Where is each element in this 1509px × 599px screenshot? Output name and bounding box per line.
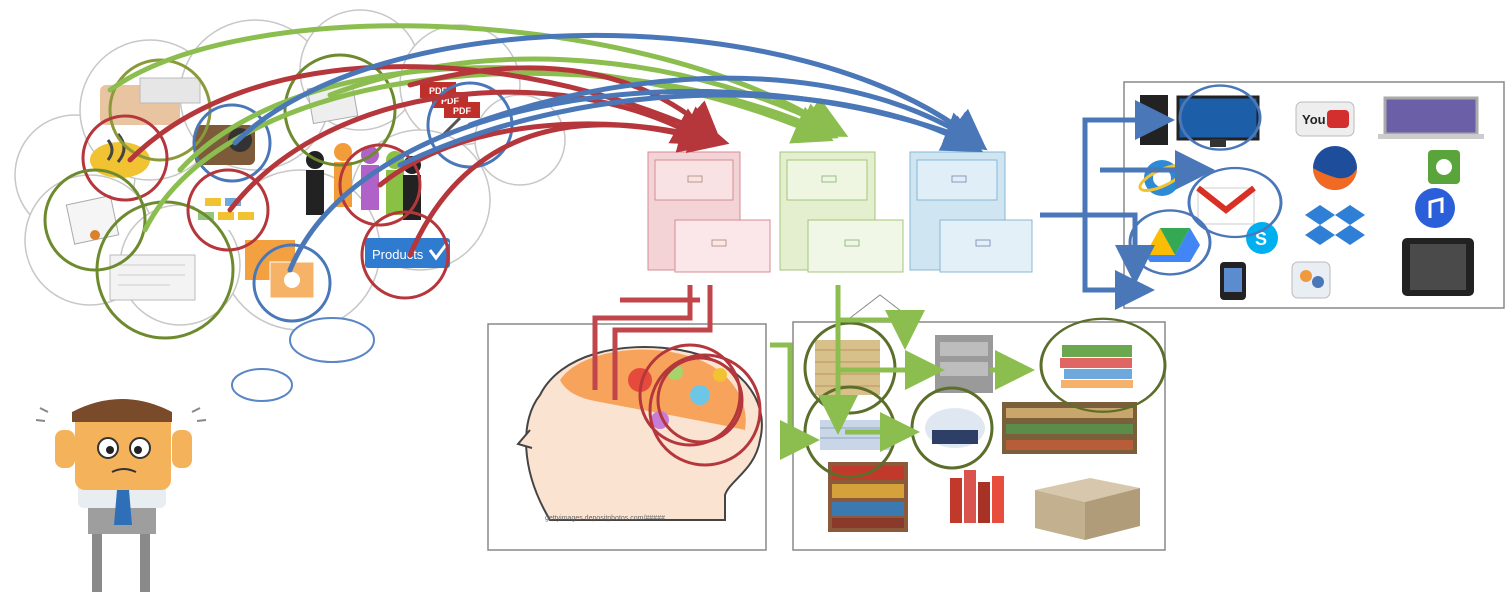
blue-flow-arrows [232, 32, 988, 273]
blue-connectors [1040, 100, 1215, 310]
contacts-app-icon [1291, 261, 1331, 299]
skype-icon: S [1246, 222, 1278, 254]
products-badge: Products [365, 238, 450, 268]
green-filing-cabinet [779, 151, 904, 273]
youtube-logo-text: You [1302, 112, 1326, 127]
itunes-icon [1415, 188, 1455, 228]
firefox-icon [1313, 146, 1357, 190]
youtube-icon: You [1295, 101, 1355, 137]
green-connectors [770, 285, 1035, 460]
brain-image-caption: gettyimages depositphotos.com/##### [545, 515, 665, 522]
metal-cabinet-icon [935, 335, 993, 393]
binders-icon [950, 470, 1004, 523]
apps-highlight-circles [1128, 84, 1283, 276]
pdf-tag-1: PDF [429, 86, 448, 96]
products-badge-label: Products [372, 247, 424, 262]
colored-books-pile-icon [1060, 345, 1133, 388]
cardboard-box-icon [1035, 478, 1140, 540]
brain-highlight-circles [638, 343, 762, 467]
blue-filing-cabinet [909, 151, 1033, 273]
thought-bubble-small [231, 317, 375, 402]
tablet-icon [1402, 238, 1474, 296]
brain-panel: gettyimages depositphotos.com/##### [487, 323, 767, 551]
red-filing-cabinet [647, 151, 771, 273]
svg-text:S: S [1255, 229, 1267, 249]
pdf-tag-2: PDF [441, 96, 460, 106]
laptop-icon [1378, 96, 1484, 139]
smartphone-icon [1220, 262, 1246, 300]
pdf-tag-3: PDF [453, 106, 472, 116]
evernote-icon [1428, 150, 1460, 184]
gmail-icon [1196, 185, 1256, 225]
red-flow-arrows [127, 64, 730, 258]
rolodex-icon [925, 408, 985, 448]
red-connectors [592, 285, 713, 400]
org-chart-icon [195, 195, 255, 230]
dropbox-icon [1305, 205, 1365, 245]
file-folders-icon [820, 420, 890, 450]
cloud-highlight-circles [43, 53, 514, 340]
paper-form-icon [109, 254, 196, 301]
audio-speaker-icon [90, 133, 150, 178]
worried-person-illustration [35, 399, 207, 592]
documents-icon [65, 195, 120, 245]
